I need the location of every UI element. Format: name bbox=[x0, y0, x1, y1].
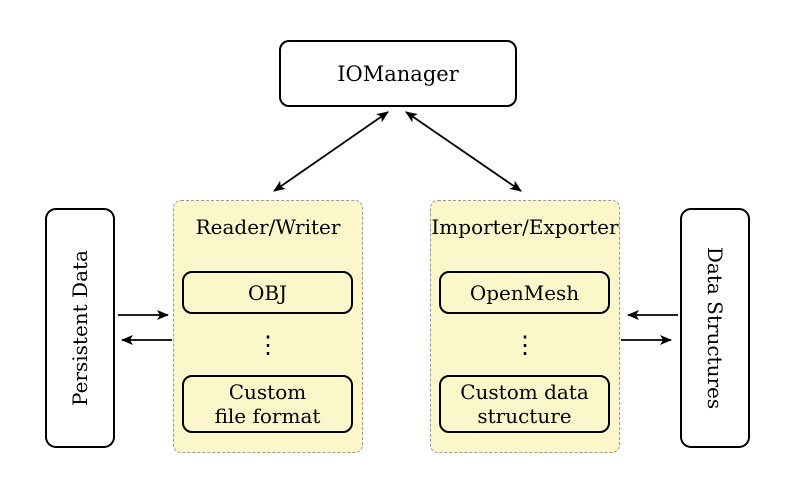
arrow-iomanager-importerexporter bbox=[405, 111, 522, 192]
vertical-ellipsis: ⋮ bbox=[256, 331, 280, 359]
node-data-structures: Data Structures bbox=[680, 208, 750, 448]
data-structures-label: Data Structures bbox=[703, 246, 727, 410]
custom-data-structure-label: Custom data structure bbox=[460, 380, 589, 428]
group-importer-exporter: Importer/Exporter OpenMesh ⋮ Custom data… bbox=[430, 200, 620, 453]
node-iomanager: IOManager bbox=[279, 40, 517, 107]
obj-label: OBJ bbox=[247, 280, 288, 305]
node-persistent-data: Persistent Data bbox=[45, 208, 115, 448]
iomanager-label: IOManager bbox=[337, 61, 459, 86]
reader-writer-title: Reader/Writer bbox=[195, 215, 341, 239]
importer-exporter-title: Importer/Exporter bbox=[431, 215, 619, 239]
node-openmesh: OpenMesh bbox=[439, 271, 610, 314]
node-obj: OBJ bbox=[182, 271, 353, 314]
node-custom-data-structure: Custom data structure bbox=[439, 375, 610, 433]
vertical-ellipsis: ⋮ bbox=[513, 331, 537, 359]
custom-file-format-label: Custom file format bbox=[214, 380, 321, 428]
persistent-data-label: Persistent Data bbox=[68, 250, 92, 406]
group-reader-writer: Reader/Writer OBJ ⋮ Custom file format bbox=[173, 200, 363, 453]
arrow-iomanager-readerwriter bbox=[273, 111, 389, 192]
openmesh-label: OpenMesh bbox=[469, 280, 580, 305]
node-custom-file-format: Custom file format bbox=[182, 375, 353, 433]
